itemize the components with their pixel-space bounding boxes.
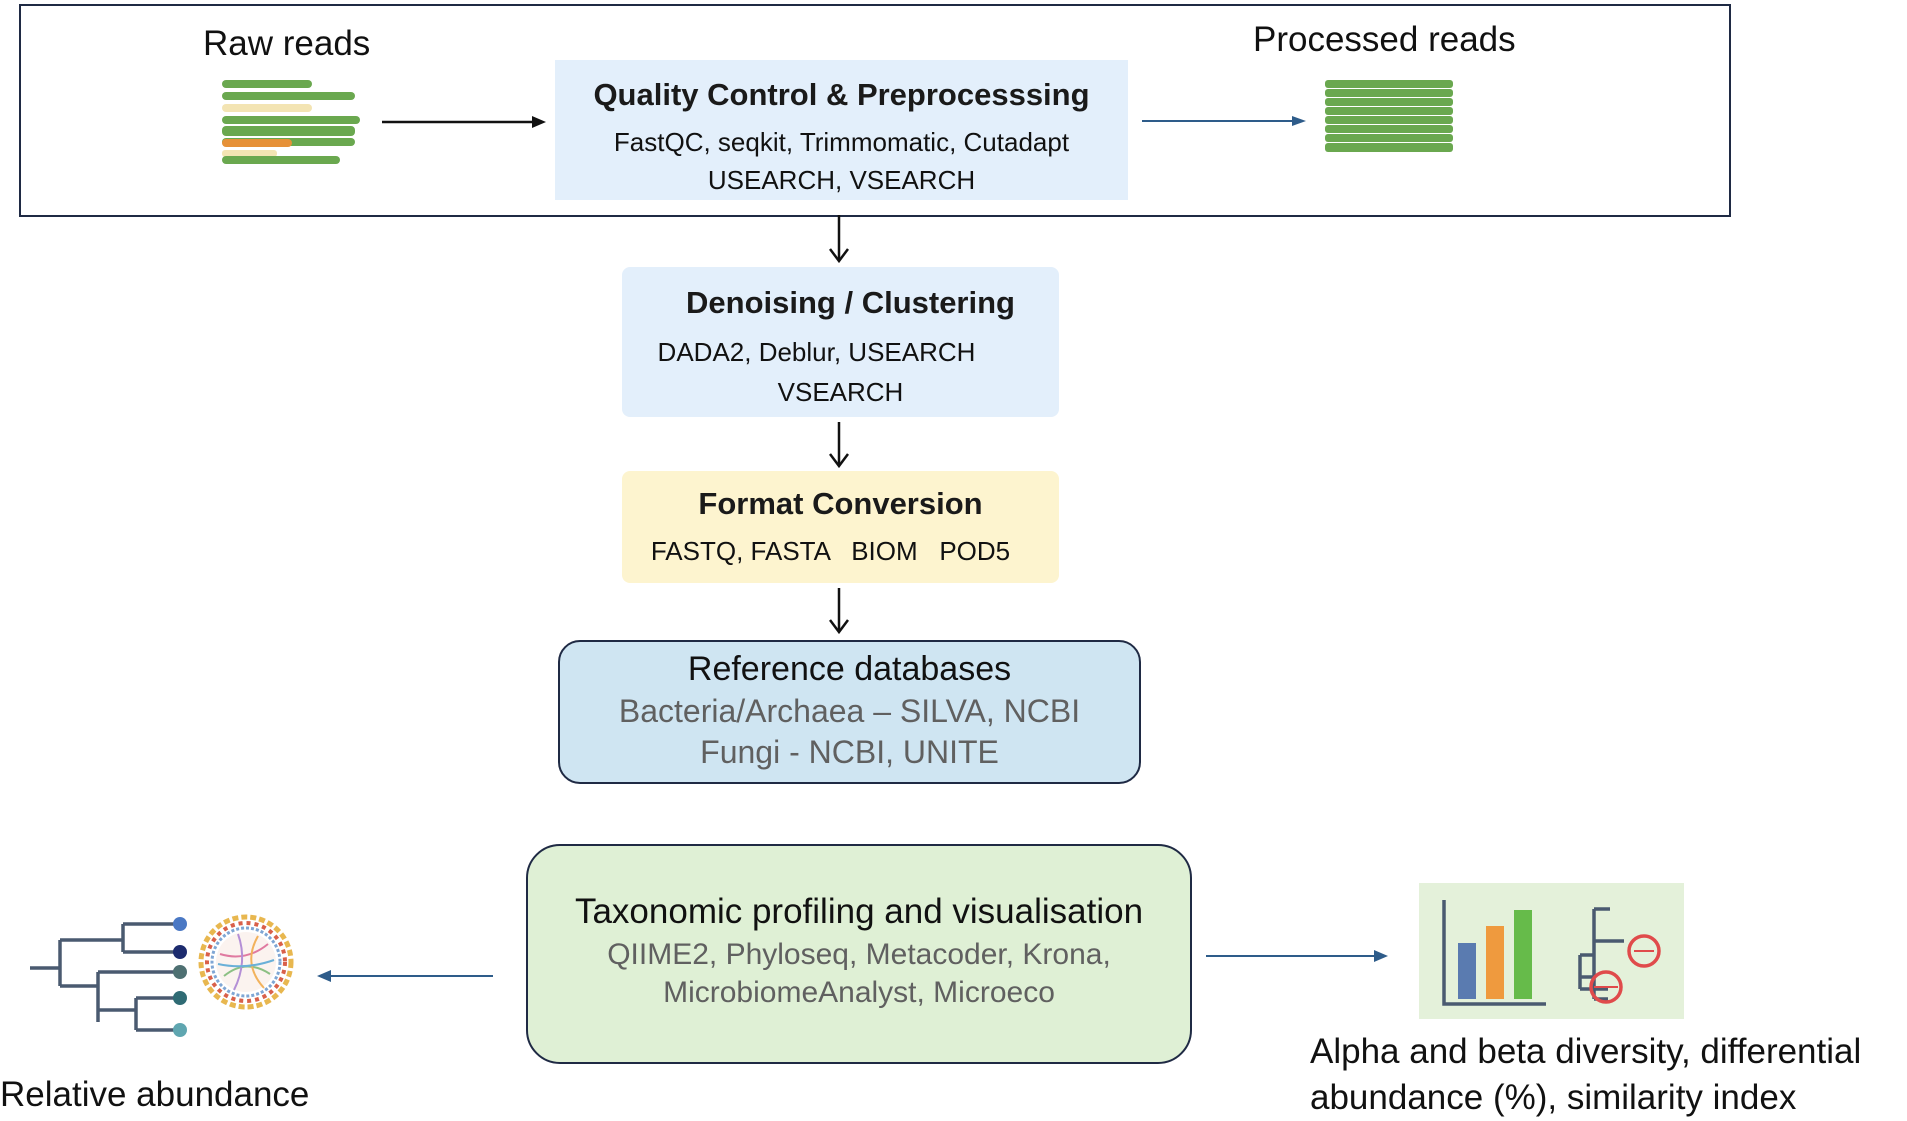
qc-title: Quality Control & Preprocesssing xyxy=(593,77,1090,112)
processed-reads-label: Processed reads xyxy=(1253,20,1516,59)
qc-tools-line2: USEARCH, VSEARCH xyxy=(707,165,976,195)
taxonomic-line1: QIIME2, Phyloseq, Metacoder, Krona, xyxy=(607,938,1111,971)
denoising-title: Denoising / Clustering xyxy=(686,285,1015,320)
denoising-tools-line1: DADA2, Deblur, USEARCH xyxy=(657,337,976,367)
circular-abundance-plot-icon xyxy=(198,914,294,1010)
reference-title: Reference databases xyxy=(687,650,1012,688)
arrow-raw-to-qc xyxy=(382,116,546,128)
arrow-to-diversity xyxy=(1206,950,1388,962)
processed-reads-icon xyxy=(1325,80,1453,152)
diversity-label-line2: abundance (%), similarity index xyxy=(1310,1078,1797,1117)
reference-databases-box: Reference databases Bacteria/Archaea – S… xyxy=(558,640,1141,784)
qc-tools-line1: FastQC, seqkit, Trimmomatic, Cutadapt xyxy=(613,127,1070,157)
taxonomic-profiling-box: Taxonomic profiling and visualisation QI… xyxy=(526,844,1192,1064)
top-section-frame xyxy=(19,4,1731,217)
denoising-box: Denoising / Clustering DADA2, Deblur, US… xyxy=(622,267,1059,417)
tree-circles-icon xyxy=(1578,907,1661,1004)
reference-line1: Bacteria/Archaea – SILVA, NCBI xyxy=(618,693,1081,729)
format-tools: FASTQ, FASTA BIOM POD5 xyxy=(650,536,1011,566)
diversity-label-line1: Alpha and beta diversity, differential xyxy=(1310,1032,1862,1071)
format-title: Format Conversion xyxy=(698,486,983,521)
bar-chart-icon xyxy=(1442,900,1546,1006)
relative-abundance-label: Relative abundance xyxy=(0,1075,310,1114)
arrow-qc-to-processed xyxy=(1142,116,1306,126)
raw-reads-icon xyxy=(222,80,360,164)
qc-box: Quality Control & Preprocesssing FastQC,… xyxy=(555,60,1128,200)
taxonomic-title: Taxonomic profiling and visualisation xyxy=(574,892,1144,931)
arrow-to-relative-abundance xyxy=(317,970,493,982)
denoising-tools-line2: VSEARCH xyxy=(777,377,904,407)
arrow-qc-to-denoising xyxy=(829,215,849,264)
taxonomic-line2: MicrobiomeAnalyst, Microeco xyxy=(663,976,1055,1009)
arrow-denoising-to-format xyxy=(829,422,849,469)
format-conversion-box: Format Conversion FASTQ, FASTA BIOM POD5 xyxy=(622,471,1059,583)
reference-line2: Fungi - NCBI, UNITE xyxy=(700,734,999,770)
phylogenetic-tree-icon xyxy=(30,917,187,1037)
arrow-format-to-reference xyxy=(829,588,849,635)
raw-reads-label: Raw reads xyxy=(203,24,371,63)
